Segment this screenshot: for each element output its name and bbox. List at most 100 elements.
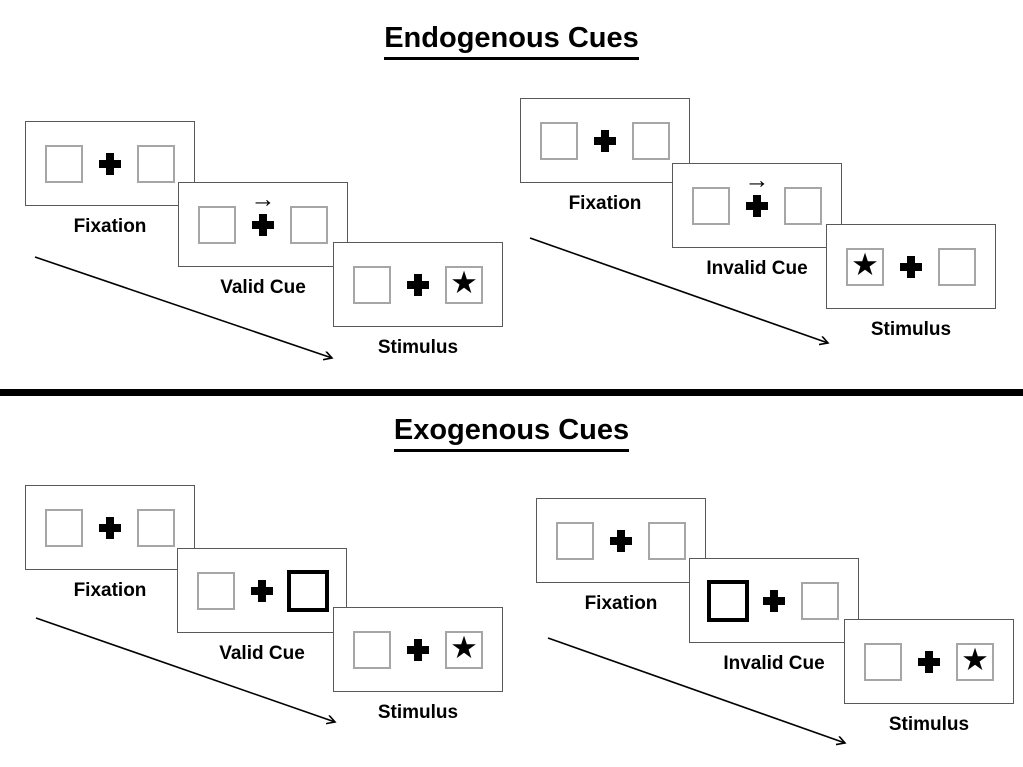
right-box [938, 247, 976, 286]
left-box [353, 630, 391, 669]
right-box [287, 569, 329, 612]
timeline-arrow-icon [35, 617, 335, 722]
screen-card: ★ [333, 242, 503, 327]
fixation-cross-wrap: → [251, 186, 276, 237]
panel-label: Stimulus [377, 702, 459, 723]
left-box [45, 508, 83, 547]
endogenous-title-text: Endogenous Cues [384, 22, 639, 60]
exogenous-title-text: Exogenous Cues [393, 414, 630, 452]
panel-label: Fixation [73, 580, 147, 601]
trial-panel-stimulus: ★ Stimulus [826, 224, 998, 341]
right-box [137, 144, 175, 183]
right-box [784, 186, 822, 225]
fixation-cross-wrap [250, 579, 274, 603]
trial-panel-fixation: Fixation [520, 98, 692, 215]
right-box: ★ [956, 642, 994, 681]
fixation-cross-icon [762, 589, 786, 613]
timeline-arrow-icon [34, 256, 332, 358]
fixation-cross-icon [609, 529, 633, 553]
screen-card [25, 121, 195, 206]
cue-arrow-right-icon: → [250, 184, 276, 213]
panel-label: Stimulus [870, 319, 952, 340]
trial-panel-valid-cue: → Valid Cue [178, 182, 350, 299]
fixation-cross-wrap [98, 516, 122, 540]
fixation-cross-wrap [917, 650, 941, 674]
fixation-cross-wrap: → [745, 167, 770, 218]
trial-panel-stimulus: ★ Stimulus [333, 607, 505, 724]
fixation-cross-wrap [593, 129, 617, 153]
right-box [801, 581, 839, 620]
screen-card [520, 98, 690, 183]
fixation-cross-icon [917, 650, 941, 674]
star-icon: ★ [961, 642, 989, 677]
fixation-cross-wrap [406, 638, 430, 662]
fixation-cross-wrap [98, 152, 122, 176]
trial-panel-stimulus: ★ Stimulus [333, 242, 505, 359]
left-box [45, 144, 83, 183]
trial-panel-fixation: Fixation [25, 485, 197, 602]
star-icon: ★ [851, 247, 879, 282]
screen-card: ★ [826, 224, 996, 309]
right-box [290, 205, 328, 244]
trial-panel-valid-cue: Valid Cue [177, 548, 349, 665]
panel-label: Fixation [568, 193, 642, 214]
right-box: ★ [445, 265, 483, 304]
trial-panel-fixation: Fixation [536, 498, 708, 615]
fixation-cross-icon [593, 129, 617, 153]
left-box [198, 205, 236, 244]
left-box [707, 579, 749, 622]
section-title-endogenous: Endogenous Cues [0, 22, 1023, 60]
left-box [556, 521, 594, 560]
screen-card [25, 485, 195, 570]
fixation-cross-wrap [899, 255, 923, 279]
left-box [692, 186, 730, 225]
fixation-cross-icon [406, 638, 430, 662]
panel-label: Invalid Cue [706, 258, 808, 279]
timeline-arrow-icon [529, 237, 828, 343]
right-box [632, 121, 670, 160]
fixation-cross-wrap [609, 529, 633, 553]
fixation-cross-wrap [406, 273, 430, 297]
panel-label: Fixation [73, 216, 147, 237]
right-box: ★ [445, 630, 483, 669]
screen-card: ★ [333, 607, 503, 692]
right-box [137, 508, 175, 547]
screen-card [177, 548, 347, 633]
screen-card: → [178, 182, 348, 267]
panel-label: Stimulus [888, 714, 970, 735]
trial-panel-invalid-cue: Invalid Cue [689, 558, 861, 675]
timeline-arrow-icon [547, 637, 845, 743]
cue-arrow-right-icon: → [744, 165, 770, 194]
screen-card [689, 558, 859, 643]
right-box [648, 521, 686, 560]
star-icon: ★ [450, 630, 478, 665]
fixation-cross-icon [406, 273, 430, 297]
panel-label: Invalid Cue [723, 653, 825, 674]
trial-panel-fixation: Fixation [25, 121, 197, 238]
fixation-cross-icon [251, 213, 275, 237]
screen-card [536, 498, 706, 583]
section-title-exogenous: Exogenous Cues [0, 414, 1023, 452]
screen-card: ★ [844, 619, 1014, 704]
panel-label: Valid Cue [219, 643, 305, 664]
left-box: ★ [846, 247, 884, 286]
panel-label: Valid Cue [220, 277, 306, 298]
star-icon: ★ [450, 265, 478, 300]
panel-label: Fixation [584, 593, 658, 614]
fixation-cross-icon [98, 152, 122, 176]
left-box [540, 121, 578, 160]
fixation-cross-icon [745, 194, 769, 218]
fixation-cross-icon [98, 516, 122, 540]
fixation-cross-icon [899, 255, 923, 279]
section-divider [0, 389, 1023, 396]
screen-card: → [672, 163, 842, 248]
left-box [353, 265, 391, 304]
left-box [197, 571, 235, 610]
trial-panel-stimulus: ★ Stimulus [844, 619, 1016, 736]
left-box [864, 642, 902, 681]
panel-label: Stimulus [377, 337, 459, 358]
fixation-cross-wrap [762, 589, 786, 613]
trial-panel-invalid-cue: → Invalid Cue [672, 163, 844, 280]
